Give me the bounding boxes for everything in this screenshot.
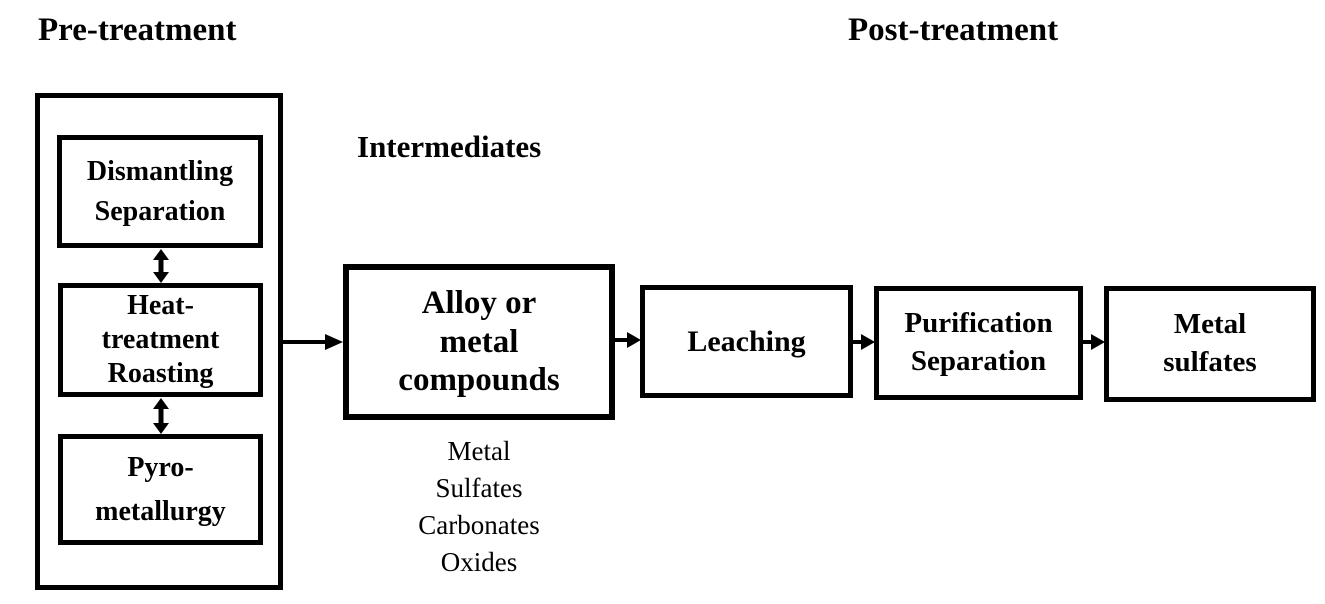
node-leaching: Leaching: [640, 285, 853, 398]
pretreatment-heading: Pre-treatment: [38, 12, 237, 48]
node-line: Dismantling: [86, 155, 234, 187]
node-line: Alloy or: [421, 285, 537, 322]
example-item: Sulfates: [435, 473, 523, 503]
node-line: sulfates: [1163, 346, 1257, 378]
arrow-purification-to-metal-sulfates-icon: [1083, 334, 1105, 350]
example-item: Metal: [447, 436, 511, 466]
node-line: Separation: [910, 345, 1047, 377]
arrow-pretreatment-to-intermediates-icon: [283, 334, 343, 350]
node-line: Heat-: [127, 290, 194, 322]
node-line: compounds: [398, 362, 560, 399]
node-line: Leaching: [687, 324, 806, 358]
node-dismantling-separation: Dismantling Separation: [57, 135, 263, 248]
node-heat-treatment-roasting: Heat- treatment Roasting: [58, 283, 263, 397]
node-line: metallurgy: [95, 495, 226, 527]
node-line: metal: [439, 323, 519, 360]
double-arrow-dismantling-heat-icon: [153, 249, 169, 283]
node-metal-sulfates: Metal sulfates: [1104, 286, 1316, 402]
posttreatment-heading: Post-treatment: [848, 12, 1059, 48]
node-line: Metal: [1173, 308, 1247, 341]
node-line: Separation: [94, 195, 226, 227]
node-line: Pyro-: [127, 452, 194, 484]
example-item: Carbonates: [418, 510, 540, 540]
node-line: Purification: [904, 307, 1053, 340]
node-line: Roasting: [107, 357, 214, 389]
node-alloy-or-metal-compounds: Alloy or metal compounds: [343, 264, 615, 420]
arrow-leaching-to-purification-icon: [853, 334, 875, 350]
intermediates-examples-list: Metal Sulfates Carbonates Oxides: [343, 433, 615, 581]
node-purification-separation: Purification Separation: [874, 286, 1083, 400]
example-item: Oxides: [440, 547, 518, 577]
node-line: treatment: [101, 324, 220, 356]
double-arrow-heat-pyro-icon: [153, 398, 169, 434]
node-pyro-metallurgy: Pyro- metallurgy: [58, 434, 263, 545]
arrow-intermediates-to-leaching-icon: [615, 332, 641, 348]
intermediates-heading: Intermediates: [357, 129, 542, 164]
